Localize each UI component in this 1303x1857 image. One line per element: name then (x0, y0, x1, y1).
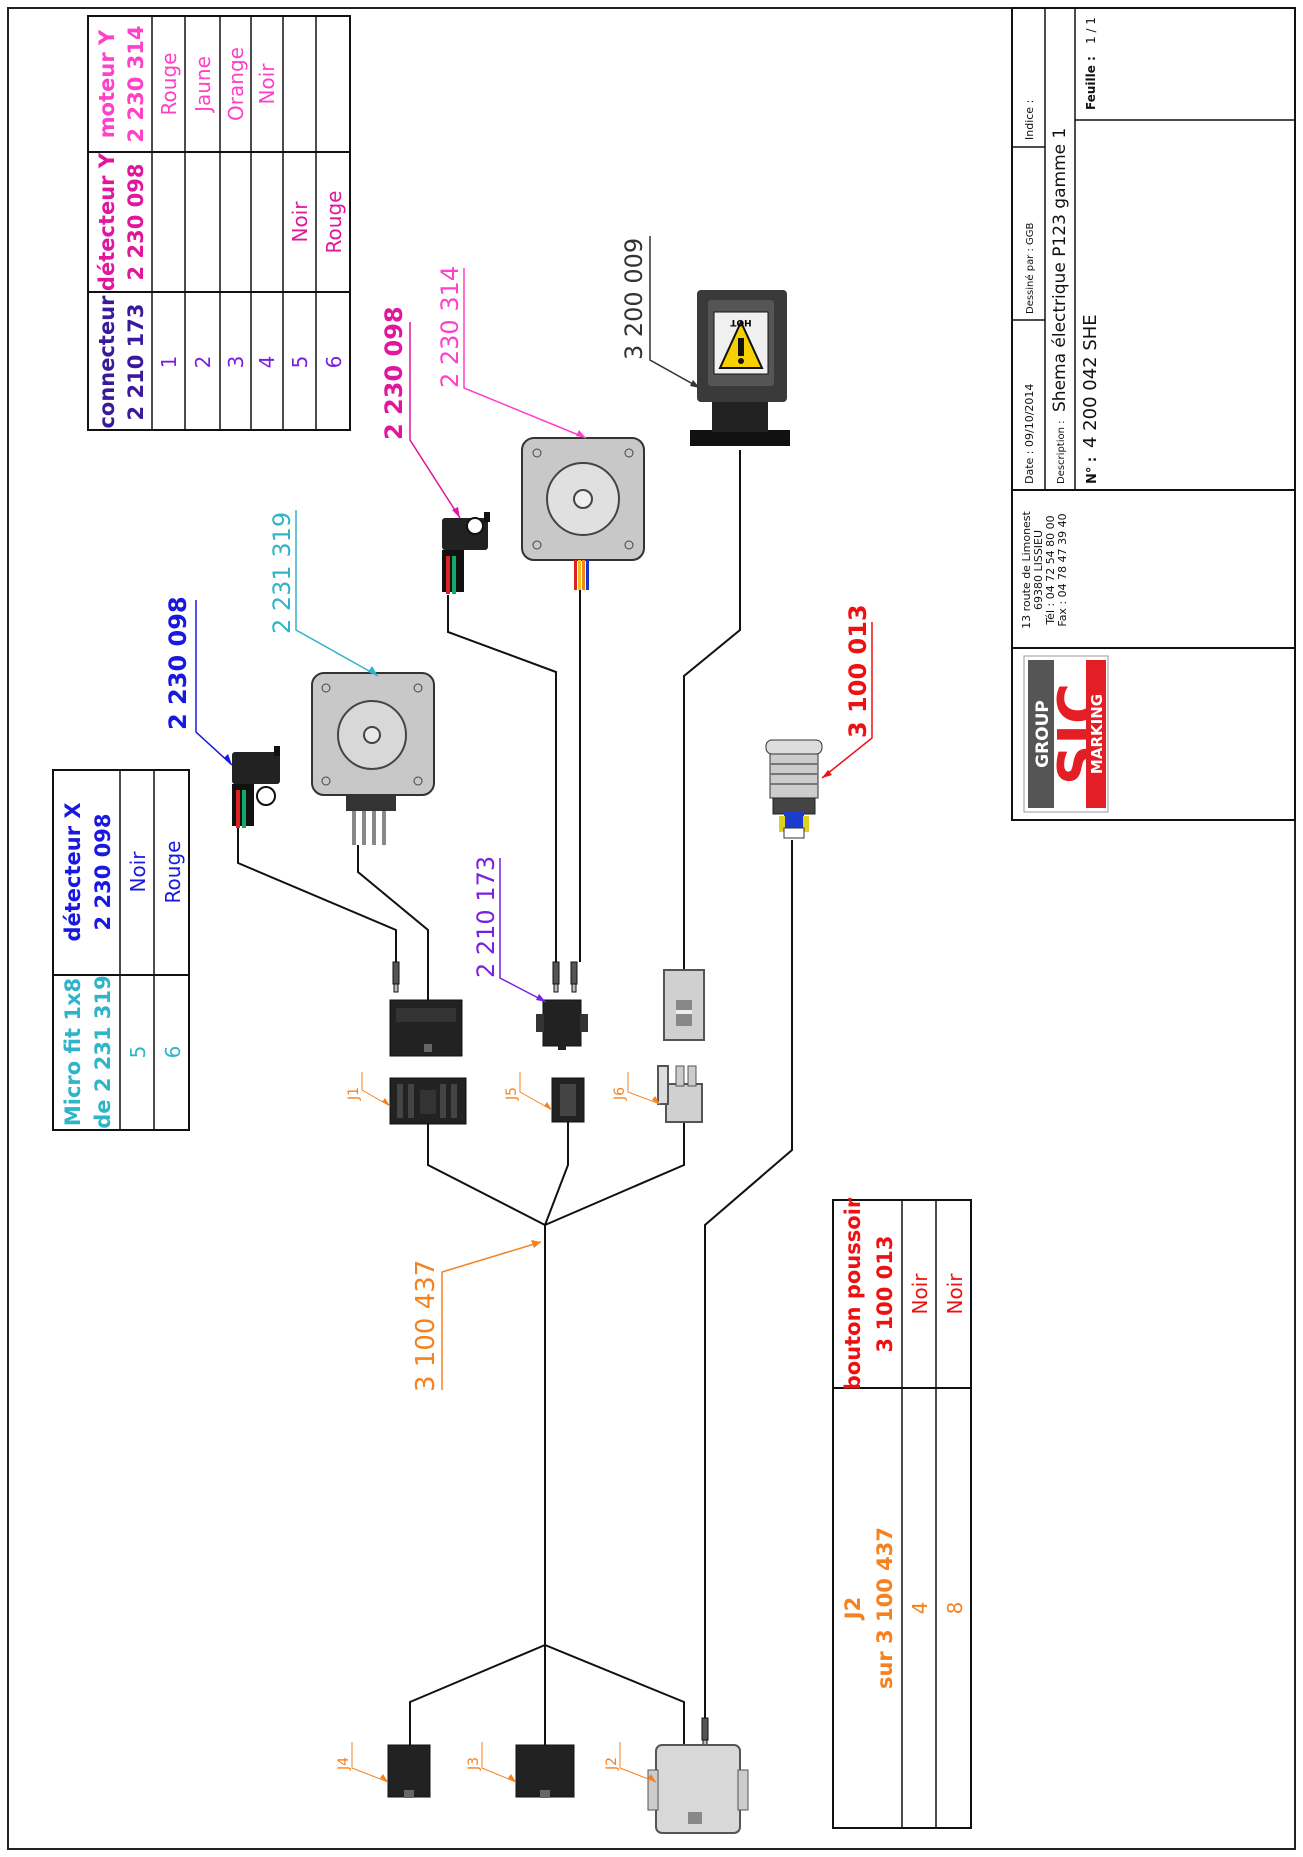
mid-connectors (389, 1065, 703, 1125)
number-label: N° : (1085, 457, 1100, 484)
address-line-4: Fax : 04 78 47 39 40 (1056, 513, 1069, 626)
table-connector-y: connecteur 2 210 173 détecteur Y 2 230 0… (87, 15, 351, 431)
address-line-2: 69380 LISSIEU (1032, 530, 1045, 610)
callout-connector-label: 2 210 173 (472, 856, 500, 978)
table-y-r6-c2: Rouge (322, 191, 346, 254)
drawn-by-field: Dessiné par : GGB (1024, 222, 1036, 314)
top-connectors (389, 969, 705, 1057)
company-logo: GROUP SIC MARKING (1023, 655, 1112, 813)
connector-label-j6: J6 (612, 1087, 628, 1101)
heater-component: HOT (690, 290, 790, 446)
table-x-col1-header-line1: Micro fit 1x8 (61, 978, 85, 1126)
table-y-col1-header-line1: connecteur (95, 295, 119, 429)
table-x-r1-c2: Noir (126, 851, 150, 893)
callout-push-button: 3 100 013 (821, 604, 873, 779)
table-y-col2-header-line1: détecteur Y (95, 152, 119, 291)
table-x-col1-header-line2: de 2 231 319 (91, 975, 115, 1129)
table-y-col3-header-line1: moteur Y (95, 29, 119, 138)
table-j2-col1-header-line1: J2 (841, 1597, 865, 1621)
description-value: Shema électrique P123 gamme 1 (1050, 128, 1070, 412)
table-y-r5-c1: 5 (288, 356, 312, 369)
table-j2-col1-header-line2: sur 3 100 437 (873, 1527, 897, 1689)
callout-detector-x-label: 2 230 098 (164, 596, 192, 730)
address-line-1: 13 route de Limonest (1020, 510, 1033, 628)
table-y-r3-c1: 3 (224, 356, 248, 369)
wires (237, 450, 793, 1745)
logo-word-group: GROUP (1033, 700, 1053, 768)
table-j2-push-button: J2 sur 3 100 437 bouton poussoir 3 100 0… (832, 1197, 972, 1829)
callout-cable-main-label: 3 100 437 (411, 1260, 441, 1392)
callout-connector: 2 210 173 (472, 856, 547, 1003)
connector-label-j4: J4 (336, 1757, 352, 1771)
table-y-r5-c2: Noir (288, 201, 312, 243)
connector-labels: J1 J5 J6 J4 J3 J2 (336, 1072, 661, 1783)
callout-motor-y: 2 230 314 (436, 266, 587, 439)
connector-label-j2: J2 (604, 1757, 620, 1771)
index-field: Indice : (1023, 100, 1036, 140)
callout-detector-y: 2 230 098 (380, 306, 461, 519)
table-y-r2-c3: Jaune (191, 56, 215, 114)
callout-detector-y-label: 2 230 098 (380, 306, 408, 440)
table-x-r1-c1: 5 (126, 1046, 150, 1059)
description-label: Description : (1056, 420, 1067, 484)
sheet-label: Feuille : (1084, 56, 1098, 110)
bottom-connectors (387, 1744, 749, 1834)
table-j2-r1-c1: 4 (908, 1602, 932, 1615)
callout-heater-label: 3 200 009 (620, 238, 648, 360)
table-y-r1-c3: Rouge (157, 53, 181, 116)
table-y-r6-c1: 6 (322, 356, 346, 369)
callout-motor-x: 2 231 319 (268, 510, 379, 677)
connector-label-j3: J3 (466, 1757, 482, 1771)
callout-motor-y-label: 2 230 314 (436, 266, 464, 388)
connector-label-j5: J5 (504, 1087, 520, 1101)
number-value: 4 200 042 SHE (1080, 314, 1101, 448)
table-y-r2-c1: 2 (191, 356, 215, 369)
address-line-3: Tél : 04 72 54 80 00 (1044, 515, 1057, 625)
table-y-col2-header-line2: 2 230 098 (124, 164, 148, 281)
table-micro-fit-x: Micro fit 1x8 de 2 231 319 détecteur X 2… (52, 769, 190, 1131)
callout-motor-x-label: 2 231 319 (268, 512, 296, 634)
table-j2-r2-c1: 8 (943, 1602, 967, 1615)
table-j2-r1-c2: Noir (908, 1273, 932, 1315)
callout-push-button-label: 3 100 013 (844, 604, 872, 738)
table-y-col3-header-line2: 2 230 314 (124, 26, 148, 143)
table-x-r2-c1: 6 (161, 1046, 185, 1059)
table-y-r4-c3: Noir (255, 63, 279, 105)
table-x-col2-header-line2: 2 230 098 (91, 814, 115, 931)
callout-detector-x: 2 230 098 (164, 596, 233, 766)
motor-x-component (311, 672, 435, 845)
sheet-value: 1 / 1 (1084, 17, 1098, 44)
connector-label-j1: J1 (346, 1087, 362, 1101)
table-j2-col2-header-line1: bouton poussoir (841, 1197, 865, 1390)
table-x-col2-header-line1: détecteur X (61, 802, 85, 941)
table-y-r4-c1: 4 (255, 356, 279, 369)
table-y-r1-c1: 1 (157, 356, 181, 369)
table-y-col1-header-line2: 2 210 173 (124, 304, 148, 421)
table-j2-col2-header-line2: 3 100 013 (873, 1236, 897, 1353)
motor-y-component (521, 437, 645, 590)
hot-label: HOT (729, 317, 751, 327)
callout-heater: 3 200 009 (620, 236, 701, 389)
push-button-component (765, 739, 823, 839)
date-field: Date : 09/10/2014 (1023, 384, 1036, 484)
logo-word-marking: MARKING (1088, 694, 1106, 774)
table-y-r3-c3: Orange (224, 47, 248, 121)
detector-y-component (442, 512, 490, 594)
table-x-r2-c2: Rouge (161, 841, 185, 904)
detector-x-component (232, 746, 280, 828)
table-j2-r2-c2: Noir (943, 1273, 967, 1315)
title-block: GROUP SIC MARKING 13 route de Limonest 6… (1011, 7, 1296, 821)
callout-cable-main: 3 100 437 (411, 1240, 542, 1392)
